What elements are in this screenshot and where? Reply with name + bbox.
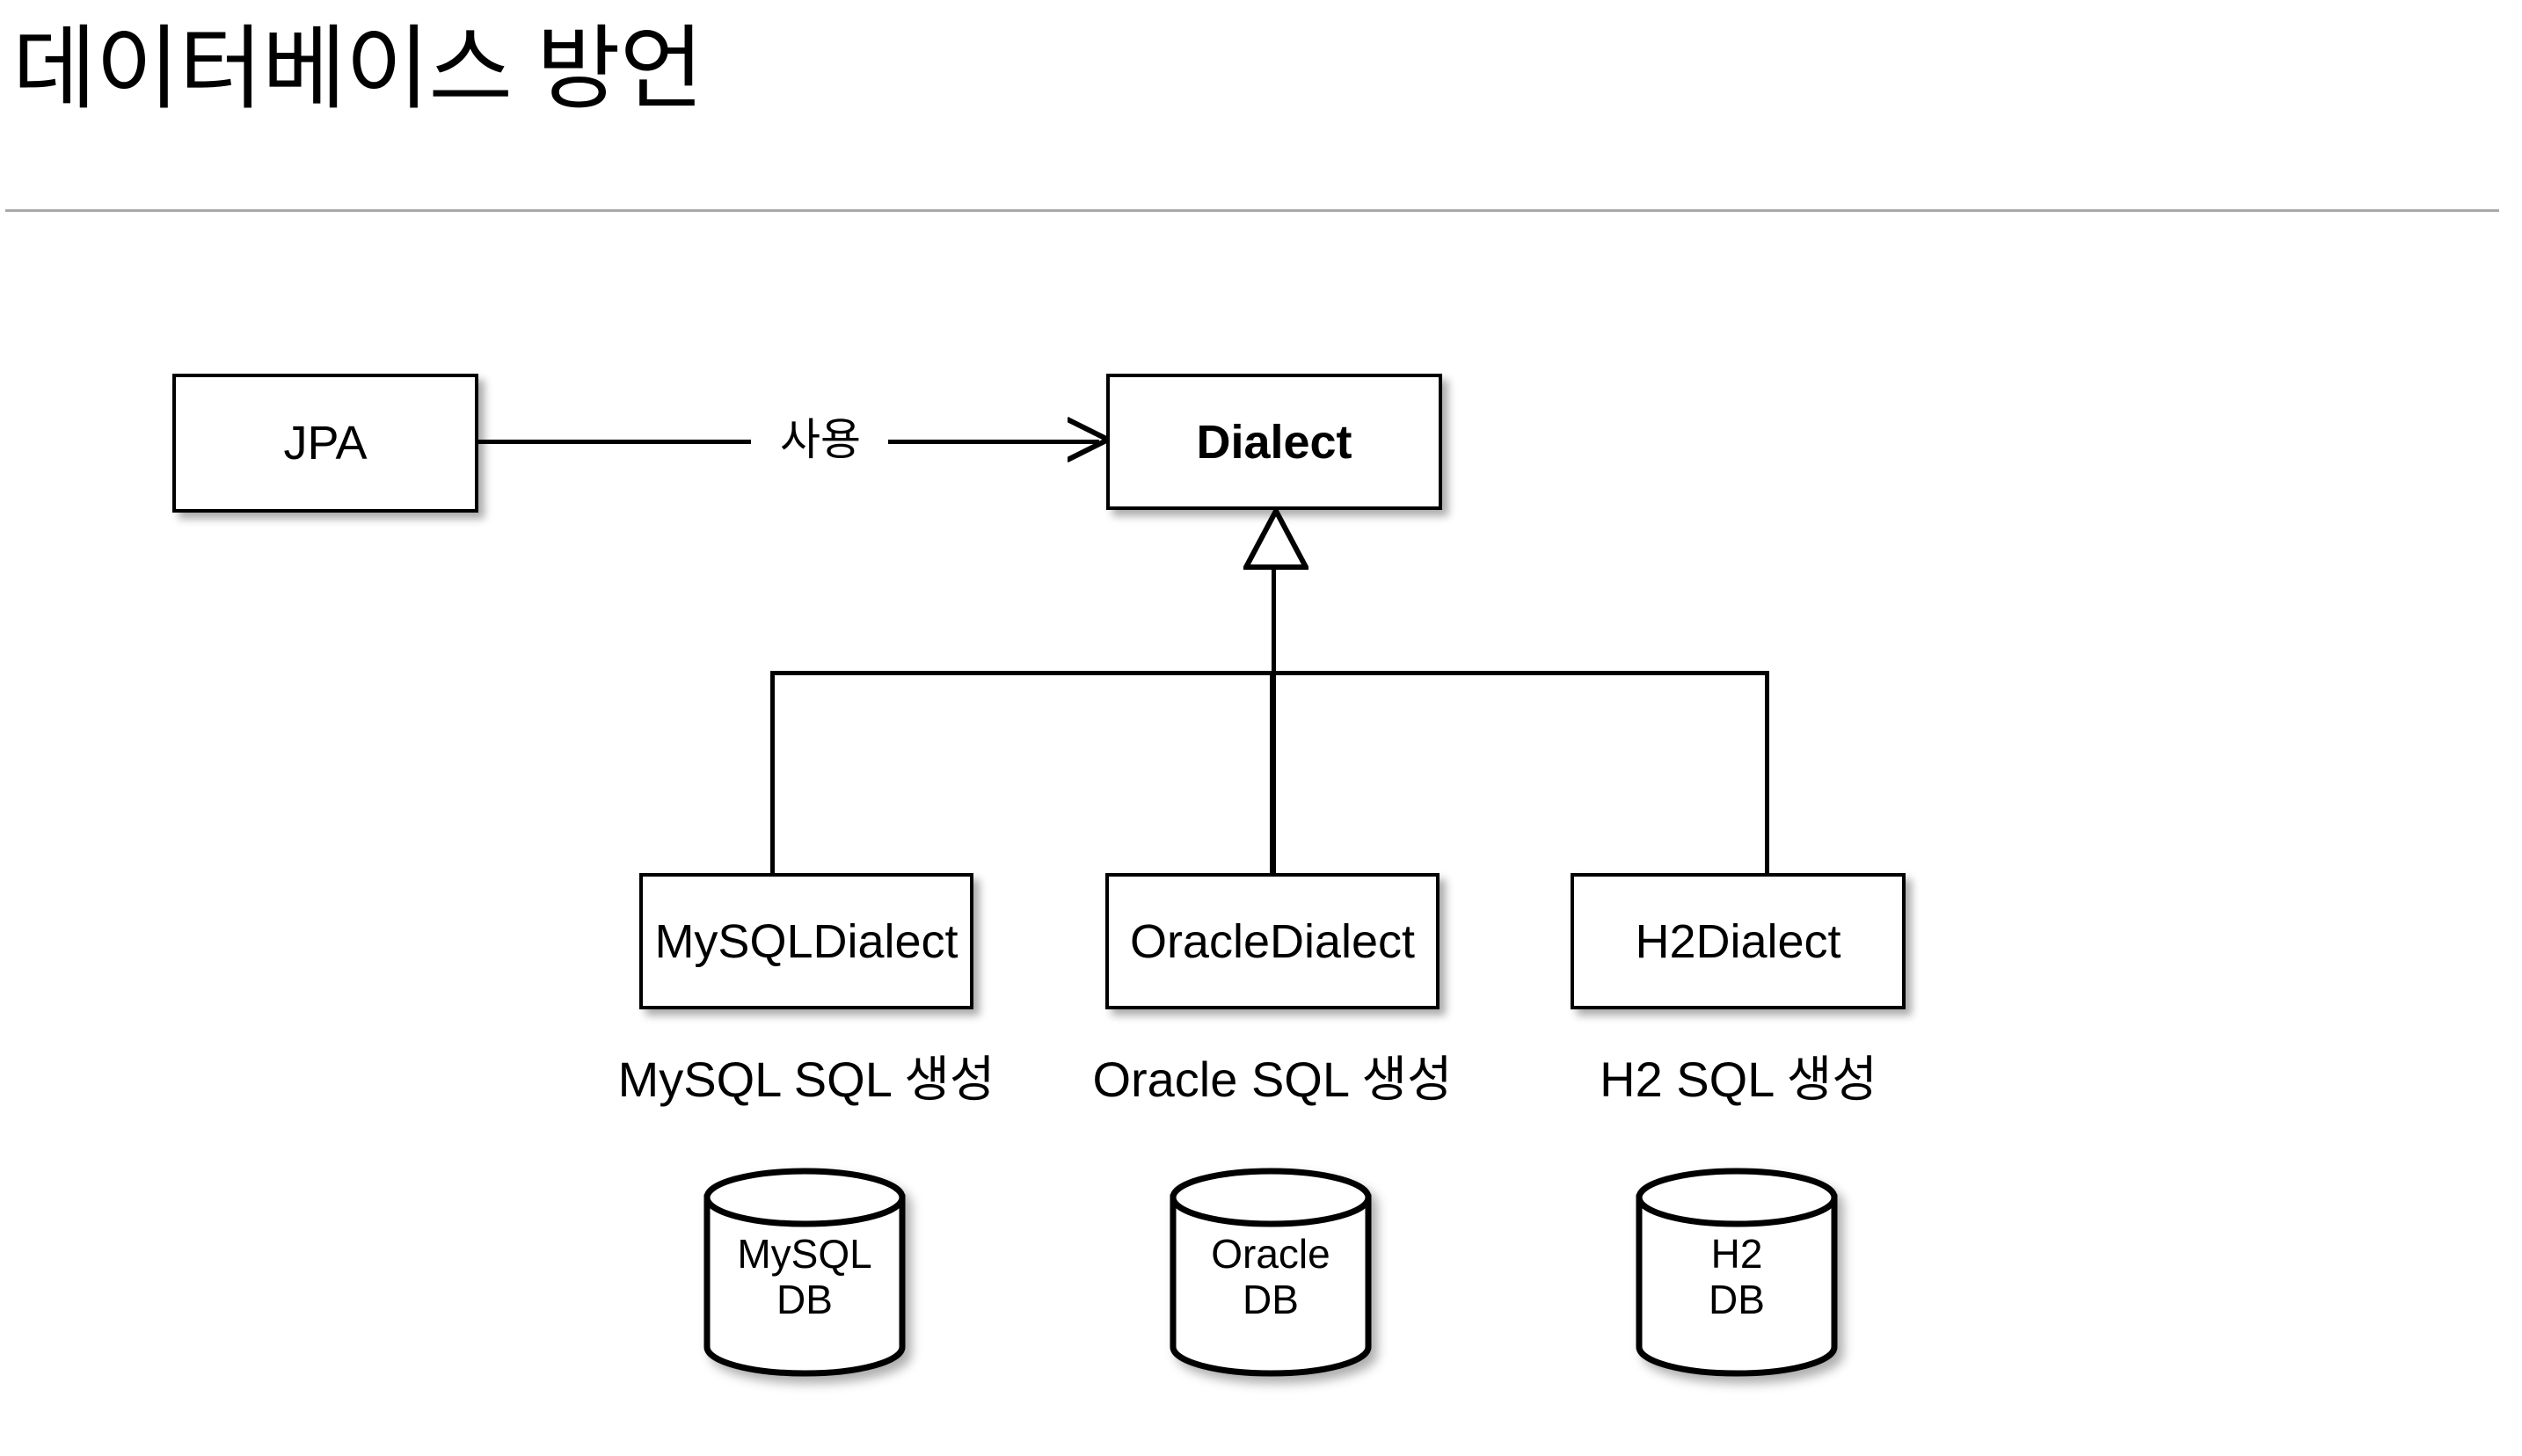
node-mysql-dialect-label: MySQLDialect (654, 914, 959, 968)
database-cylinder-h2[interactable]: H2 DB (1634, 1168, 1840, 1377)
database-cylinder-mysql[interactable]: MySQL DB (702, 1168, 907, 1377)
node-jpa[interactable]: JPA (172, 374, 478, 513)
database-cylinder-oracle[interactable]: Oracle DB (1168, 1168, 1374, 1377)
caption-oracle-sql: Oracle SQL 생성 (1092, 1052, 1453, 1107)
caption-h2-sql: H2 SQL 생성 (1600, 1052, 1877, 1107)
page-title: 데이터베이스 방언 (12, 18, 703, 120)
title-divider (5, 209, 2499, 212)
node-oracle-dialect-label: OracleDialect (1129, 914, 1416, 968)
inheritance-triangle-icon (1242, 505, 1310, 570)
node-oracle-dialect[interactable]: OracleDialect (1105, 873, 1440, 1009)
arrowhead-icon (1065, 416, 1114, 463)
node-mysql-dialect[interactable]: MySQLDialect (639, 873, 973, 1009)
association-line-left (478, 440, 751, 444)
inheritance-drop-h2 (1765, 671, 1769, 877)
node-h2-dialect[interactable]: H2Dialect (1571, 873, 1906, 1009)
association-label-사용: 사용 (754, 406, 886, 473)
node-h2-dialect-label: H2Dialect (1635, 914, 1841, 968)
caption-mysql-sql: MySQL SQL 생성 (617, 1052, 995, 1107)
inheritance-drop-mysql (770, 671, 775, 877)
association-line-right (888, 440, 1099, 444)
node-jpa-label: JPA (283, 417, 368, 470)
inheritance-drop-oracle (1270, 671, 1274, 877)
node-dialect-label: Dialect (1196, 415, 1352, 469)
node-dialect[interactable]: Dialect (1106, 374, 1442, 510)
